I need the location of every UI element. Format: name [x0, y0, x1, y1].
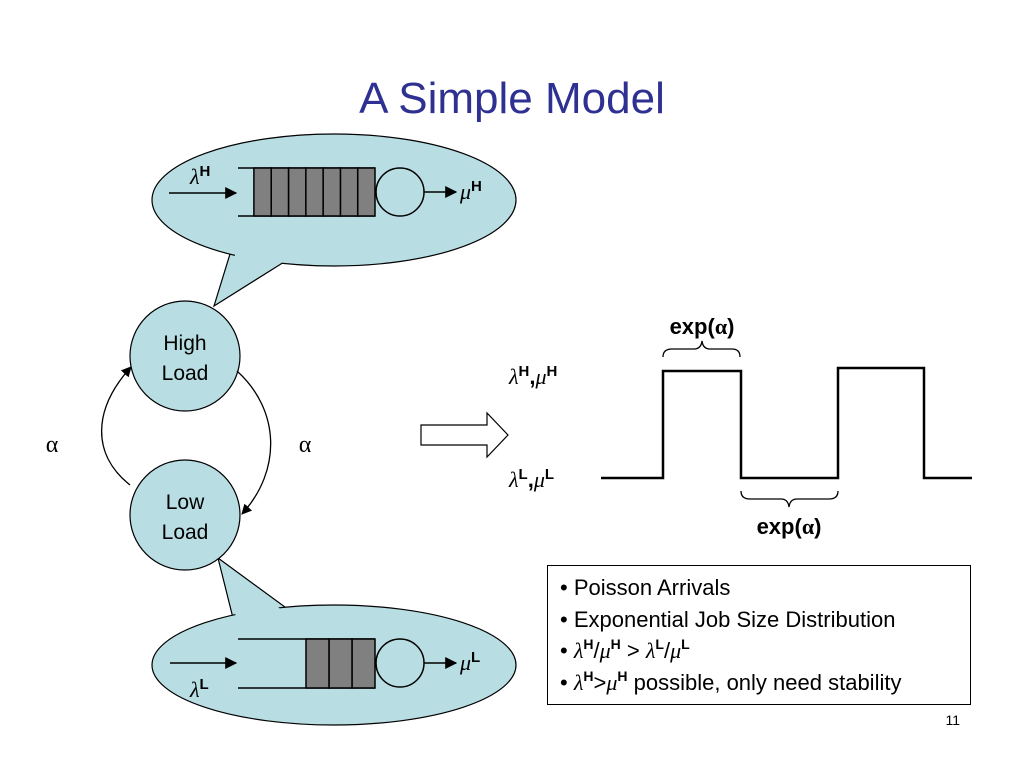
timeline-high-label: λH,μH — [508, 363, 557, 389]
bullet-stability: • λH>μH possible, only need stability — [560, 667, 902, 695]
queue-slot — [253, 167, 272, 217]
implies-arrow-icon — [420, 411, 509, 459]
top-duration-label: exp(α) — [670, 314, 735, 339]
alpha-right-label: α — [299, 432, 312, 458]
high-queue-slots — [253, 167, 376, 217]
bullet-load-ratio: • λH/μH > λL/μL — [560, 636, 690, 663]
high-load-queue: λH μH — [169, 163, 482, 217]
bullet-poisson-arrivals: • Poisson Arrivals — [560, 575, 731, 600]
high-load-callout — [151, 133, 517, 308]
high-state-line2: Load — [162, 362, 209, 385]
timeline-low-label: λL,μL — [508, 466, 554, 492]
queue-slot — [287, 167, 307, 217]
low-state-line1: Low — [166, 491, 205, 514]
queue-slot — [356, 167, 376, 217]
low-arrival-label: λL — [189, 676, 209, 702]
state-low-load: Low Load — [129, 459, 241, 571]
queue-slot — [322, 167, 342, 217]
bullet-exponential-job-size: • Exponential Job Size Distribution — [560, 606, 896, 632]
low-queue-slots — [305, 638, 376, 689]
queue-slot — [305, 167, 324, 217]
page-number: 11 — [945, 712, 960, 728]
queue-slot — [305, 638, 330, 689]
page-title: A Simple Model — [359, 74, 665, 123]
queue-slot — [270, 167, 290, 217]
transition-high-to-low-arrow — [236, 370, 272, 515]
low-load-queue: λL μL — [170, 638, 480, 702]
low-server-circle — [375, 638, 425, 688]
high-state-line1: High — [163, 332, 206, 355]
assumptions-box: • Poisson Arrivals • Exponential Job Siz… — [547, 565, 971, 705]
transition-low-to-high-arrow — [101, 366, 132, 486]
high-server-circle — [375, 167, 425, 217]
top-duration-brace — [662, 340, 741, 358]
high-arrival-label: λH — [189, 163, 210, 189]
queue-slot — [339, 167, 359, 217]
low-service-label: μL — [459, 649, 480, 675]
low-state-line2: Load — [162, 521, 209, 544]
state-high-load: High Load — [129, 300, 241, 412]
high-service-label: μH — [459, 178, 482, 204]
bottom-duration-label: exp(α) — [757, 514, 822, 539]
queue-slot — [351, 638, 376, 689]
load-square-wave — [601, 366, 972, 480]
queue-slot — [328, 638, 353, 689]
bottom-duration-brace — [740, 490, 839, 508]
alpha-left-label: α — [46, 432, 59, 458]
